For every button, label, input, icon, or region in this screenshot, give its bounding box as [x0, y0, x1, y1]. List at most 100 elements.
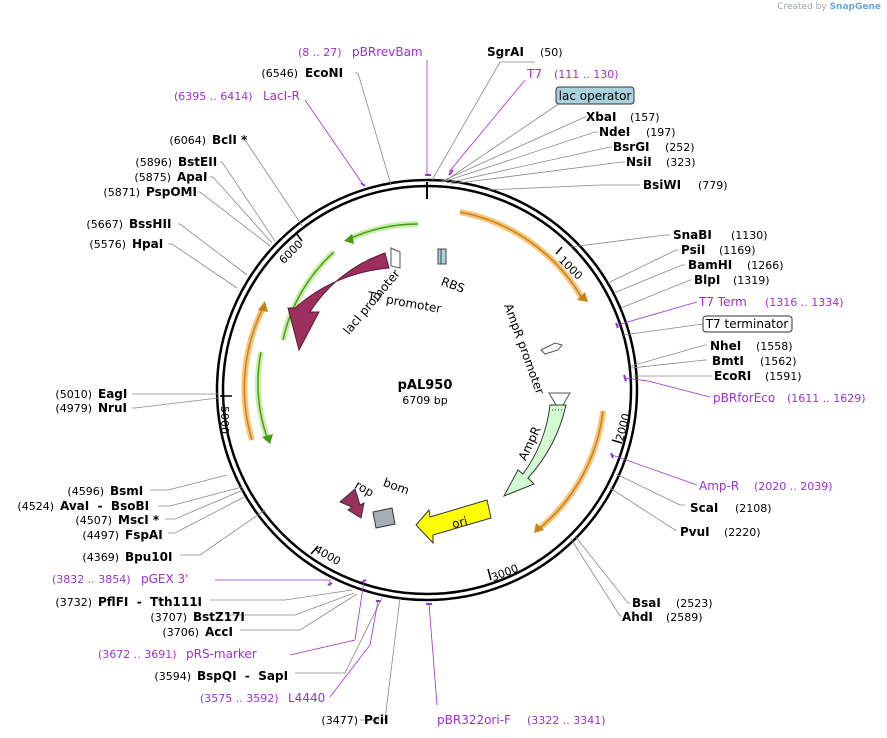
- svg-text:(111 .. 130): (111 .. 130): [554, 68, 619, 81]
- orf-arc-t7-arrow: [577, 292, 588, 302]
- enzyme-label-bsiwi: BsiWI(779): [643, 178, 728, 192]
- svg-text:(3707): (3707): [150, 611, 187, 624]
- promoter-arc-top: [347, 220, 419, 242]
- enzyme-label-pflfi-tth111i: (3732)PflFI - Tth111I: [55, 595, 202, 609]
- primer-label-t7-term: T7 Term (1316 .. 1334): [698, 295, 844, 309]
- enzyme-label-pcii: (3477) PciI: [321, 713, 388, 727]
- svg-text:BsiWI: BsiWI: [643, 178, 681, 192]
- svg-text:BsmI: BsmI: [110, 484, 143, 498]
- enzyme-label-psii: PsiI(1169): [681, 243, 756, 257]
- enzyme-label-ndei: NdeI(197): [599, 125, 676, 139]
- enzyme-label-ecori: EcoRI (1591): [714, 369, 802, 383]
- ampr-promoter-label: AmpR promoter: [501, 302, 547, 396]
- backbone-outer-circle: [215, 178, 639, 602]
- enzyme-label-avai-bsobi: (4524)AvaI - BsoBI: [17, 499, 149, 513]
- svg-text:(5576): (5576): [89, 238, 126, 251]
- bom-feature: [372, 507, 396, 529]
- ampr-start-marker: [548, 392, 571, 406]
- svg-text:(5896): (5896): [135, 156, 172, 169]
- primer-label-laci-r: (6395 .. 6414) LacI-R: [174, 89, 300, 103]
- svg-text:(1558): (1558): [756, 340, 793, 353]
- enzyme-label-bpu10i: (4369)Bpu10I: [82, 550, 172, 564]
- svg-text:SnaBI: SnaBI: [673, 228, 712, 242]
- svg-text:BamHI: BamHI: [688, 258, 732, 272]
- svg-text:(5871): (5871): [103, 186, 140, 199]
- svg-text:(6395 .. 6414): (6395 .. 6414): [174, 90, 253, 103]
- svg-text:EcoRI: EcoRI: [714, 369, 751, 383]
- primer-label-pbr322ori-f: pBR322ori-F(3322 .. 3341): [437, 713, 606, 727]
- svg-text:BssHII: BssHII: [129, 217, 171, 231]
- promoter-arc-left-line: [282, 251, 335, 341]
- svg-text:5000: 5000: [218, 406, 231, 434]
- enzyme-label-bcli: (6064)BclI *: [169, 133, 248, 147]
- svg-text:NruI: NruI: [98, 401, 127, 415]
- svg-text:(1169): (1169): [719, 244, 756, 257]
- enzyme-label-acci: (3706)AccI: [162, 625, 233, 639]
- svg-text:(2220): (2220): [724, 526, 761, 539]
- primer-label-l4440: (3575 .. 3592) L4440: [200, 691, 325, 705]
- svg-text:(50): (50): [540, 46, 563, 59]
- svg-text:PvuI: PvuI: [680, 525, 710, 539]
- svg-text:(5667): (5667): [86, 218, 123, 231]
- svg-text:(3477): (3477): [321, 714, 358, 727]
- svg-text:BstZ17I: BstZ17I: [193, 610, 245, 624]
- enzyme-label-bspqi-sapi: (3594)BspQI - SapI: [154, 669, 288, 683]
- svg-text:pGEX 3': pGEX 3': [141, 572, 188, 586]
- bom-label: bom: [381, 475, 411, 497]
- primer-label-amp-r: Amp-R(2020 .. 2039): [699, 479, 833, 493]
- svg-text:(8 .. 27): (8 .. 27): [298, 46, 342, 59]
- enzyme-label-xbai: XbaI(157): [586, 110, 660, 124]
- promoter-arc-lower-line: [257, 351, 269, 441]
- laci-label: lacI: [338, 276, 361, 301]
- svg-text:(4596): (4596): [67, 485, 104, 498]
- svg-text:(6546): (6546): [261, 67, 298, 80]
- svg-text:(1316 .. 1334): (1316 .. 1334): [765, 296, 844, 309]
- enzyme-label-bamhi: BamHI (1266): [688, 258, 784, 272]
- rop-feature: [339, 488, 365, 519]
- ampr-promoter-arrow: [540, 342, 563, 355]
- svg-text:LacI-R: LacI-R: [263, 89, 300, 103]
- svg-text:6000: 6000: [277, 238, 306, 267]
- svg-text:(2020 .. 2039): (2020 .. 2039): [754, 480, 833, 493]
- svg-text:(1611 .. 1629): (1611 .. 1629): [787, 392, 866, 405]
- tick-2000: 2000: [611, 412, 633, 444]
- svg-text:(1591): (1591): [765, 370, 802, 383]
- laci-promoter-arrow: [390, 247, 401, 269]
- snapgene-credit: Created by SnapGene: [777, 2, 881, 12]
- enzyme-leader-lines: [132, 61, 712, 721]
- enzyme-label-nhei: NheI (1558): [710, 339, 793, 353]
- ampr-feature: [502, 404, 567, 497]
- rbs-marker: [437, 248, 447, 265]
- svg-text:NsiI: NsiI: [626, 155, 652, 169]
- laci-feature: [287, 252, 390, 352]
- enzyme-label-nrui: (4979)NruI: [55, 401, 127, 415]
- svg-text:pBRrevBam: pBRrevBam: [352, 45, 423, 59]
- svg-text:BsrGI: BsrGI: [613, 140, 650, 154]
- svg-text:T7 Term: T7 Term: [698, 295, 747, 309]
- enzyme-label-apai: (5875)ApaI: [134, 170, 207, 184]
- svg-text:Bpu10I: Bpu10I: [125, 550, 172, 564]
- svg-text:(3575 .. 3592): (3575 .. 3592): [200, 692, 279, 705]
- primer-label-t7: T7 (111 .. 130): [526, 67, 619, 81]
- enzyme-label-ahdi: AhdI(2589): [622, 610, 703, 624]
- svg-text:4000: 4000: [312, 543, 343, 568]
- svg-text:PciI: PciI: [364, 713, 389, 727]
- t7-terminator-box: T7 terminator: [622, 315, 793, 336]
- svg-text:lac operator: lac operator: [559, 89, 632, 103]
- enzyme-label-bsteii: (5896)BstEII: [135, 155, 217, 169]
- svg-text:(1266): (1266): [747, 259, 784, 272]
- enzyme-label-hpai: (5576)HpaI: [89, 237, 163, 251]
- svg-text:T7: T7: [526, 67, 542, 81]
- enzyme-label-eagi: (5010)EagI: [55, 387, 127, 401]
- ori-label: ori: [450, 514, 469, 531]
- svg-text:(3672 .. 3691): (3672 .. 3691): [98, 648, 177, 661]
- svg-text:L4440: L4440: [288, 691, 325, 705]
- svg-text:(1319): (1319): [733, 274, 770, 287]
- svg-text:NheI: NheI: [710, 339, 741, 353]
- svg-text:MscI *: MscI *: [118, 513, 160, 527]
- orf-arc-laci-line: [243, 307, 264, 441]
- snapgene-brand: SnapGene: [829, 2, 881, 12]
- enzyme-label-pvui: PvuI (2220): [680, 525, 761, 539]
- svg-text:2000: 2000: [613, 412, 633, 442]
